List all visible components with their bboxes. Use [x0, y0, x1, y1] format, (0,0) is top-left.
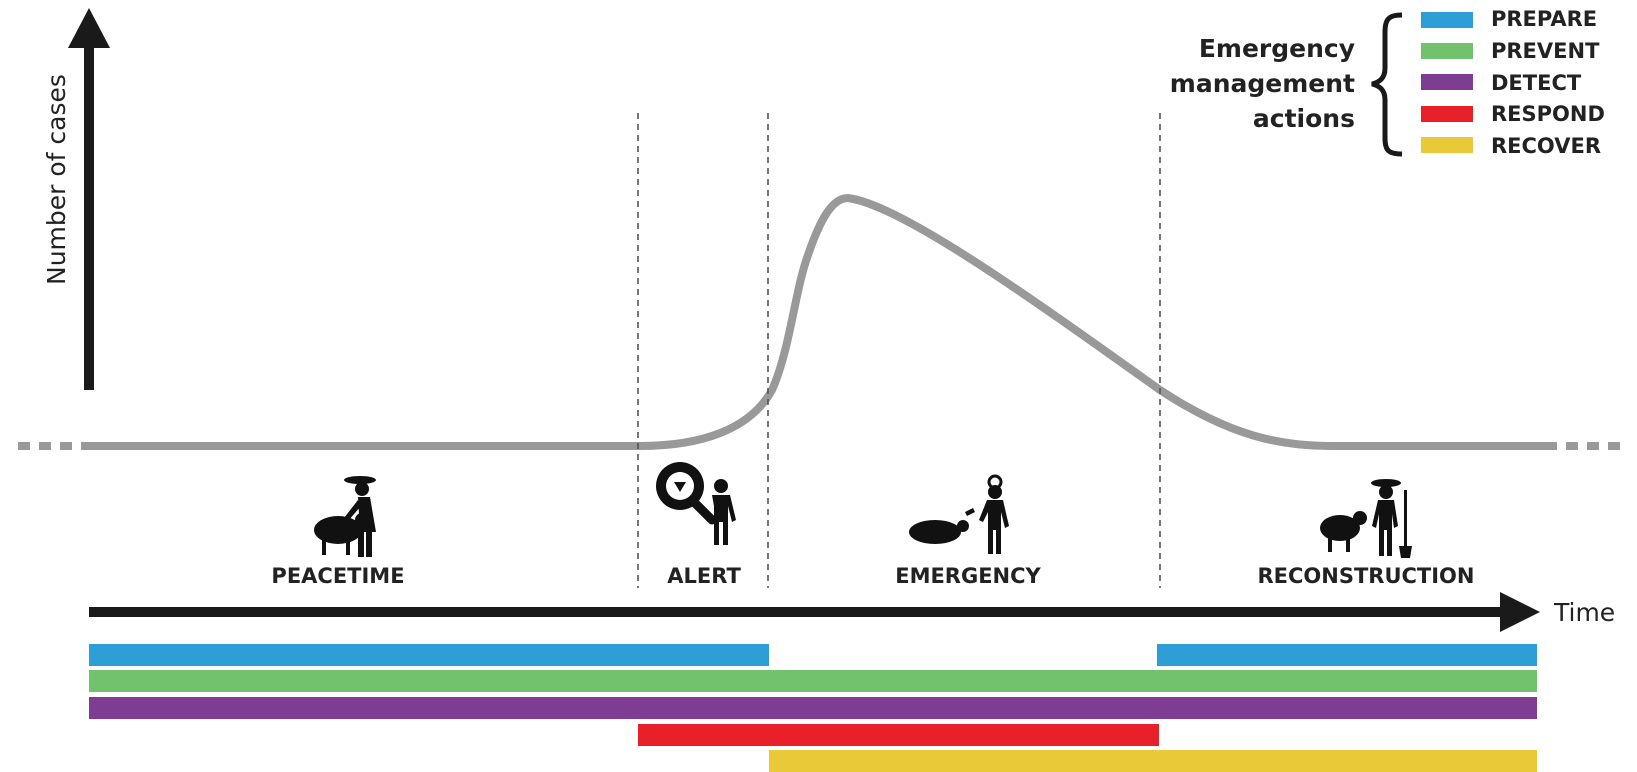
bar-prevent [89, 670, 1537, 692]
legend-label-prepare: PREPARE [1491, 7, 1597, 31]
y-axis: Number of cases [42, 8, 110, 390]
bar-detect [89, 697, 1537, 719]
action-bars [89, 644, 1537, 772]
bar-respond [638, 724, 1159, 746]
x-axis: Time [89, 592, 1615, 632]
phase-label-emergency: EMERGENCY [895, 564, 1041, 588]
sick-animal-and-responder-icon [909, 474, 1009, 554]
person-with-virus-magnifier-icon [656, 462, 736, 545]
y-axis-arrowhead [68, 8, 110, 48]
legend-label-prevent: PREVENT [1491, 39, 1600, 63]
legend-swatch-detect [1421, 74, 1473, 90]
legend-brace [1371, 12, 1403, 157]
legend-swatch-prevent [1421, 43, 1473, 59]
legend-title-line-3: actions [1253, 104, 1355, 133]
bar-recover [769, 750, 1537, 772]
bar-prepare-peacetime-alert [89, 644, 769, 666]
bar-prepare-reconstruction [1157, 644, 1537, 666]
farmer-with-sheep-and-shovel-icon [1320, 479, 1412, 558]
legend-label-detect: DETECT [1491, 71, 1582, 95]
phase-dividers [637, 113, 1161, 588]
legend-swatch-recover [1421, 137, 1473, 153]
y-axis-label: Number of cases [42, 74, 71, 285]
x-axis-label: Time [1553, 598, 1615, 627]
legend: Emergency management actions PREPARE PRE… [1170, 7, 1605, 158]
farmer-with-sheep-icon [314, 476, 376, 557]
x-axis-arrowhead [1500, 592, 1540, 632]
legend-label-recover: RECOVER [1491, 134, 1601, 158]
phase-label-peacetime: PEACETIME [271, 564, 404, 588]
legend-title-line-1: Emergency [1199, 34, 1355, 63]
legend-title-line-2: management [1170, 69, 1355, 98]
legend-swatch-prepare [1421, 12, 1473, 28]
phase-label-reconstruction: RECONSTRUCTION [1257, 564, 1474, 588]
epidemic-curve [85, 193, 1552, 450]
phase-label-alert: ALERT [667, 564, 741, 588]
legend-swatch-respond [1421, 106, 1473, 122]
legend-label-respond: RESPOND [1491, 102, 1605, 126]
